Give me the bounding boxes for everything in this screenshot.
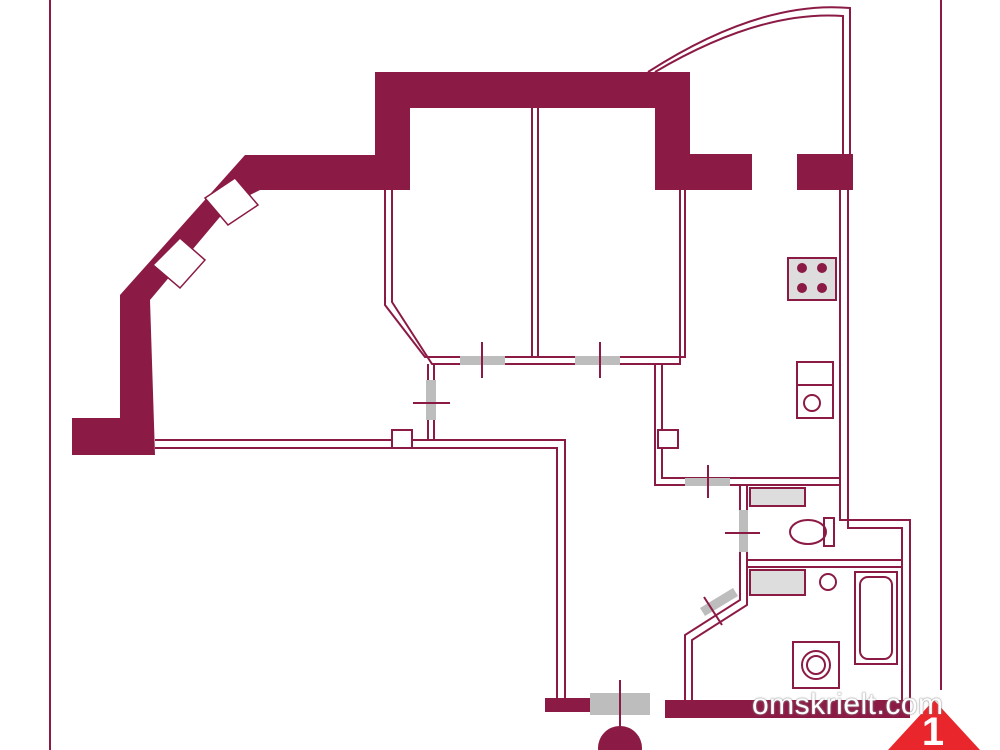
- sink-icon: [796, 361, 834, 419]
- logo-number: 1: [921, 710, 945, 750]
- washing-machine-icon: [792, 641, 840, 689]
- stove-icon: [787, 257, 837, 301]
- windows: [151, 177, 260, 290]
- toilet-icon: [749, 487, 837, 596]
- door-marks: [413, 342, 760, 730]
- outer-walls: [72, 72, 910, 718]
- inner-walls: [155, 6, 911, 700]
- logo-icon: [888, 700, 980, 750]
- bathtub-icon: [854, 571, 898, 665]
- entrance-marker-icon: [598, 726, 642, 750]
- watermark-site: omskrielt.com: [752, 688, 944, 721]
- doors: [426, 356, 748, 715]
